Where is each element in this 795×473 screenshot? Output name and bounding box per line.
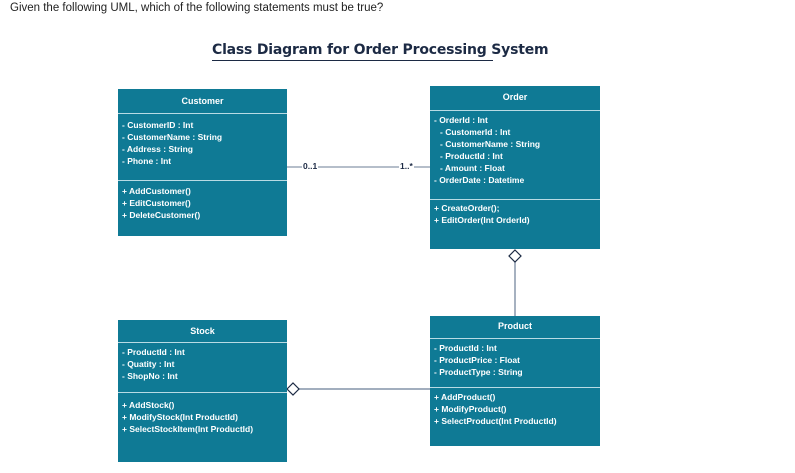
attribute: - CustomerName : String <box>440 139 541 149</box>
class-stock: Stock - ProductId : Int - Quatity : Int … <box>118 320 287 462</box>
class-name: Customer <box>118 89 287 114</box>
attribute: - OrderId : Int <box>434 115 488 125</box>
attributes-section: - OrderId : Int - CustomerId : Int - Cus… <box>430 111 600 200</box>
method: + SelectProduct(Int ProductId) <box>434 416 557 426</box>
title-underline <box>212 60 493 61</box>
attributes-section: - CustomerID : Int - CustomerName : Stri… <box>118 114 287 181</box>
attribute: - ShopNo : Int <box>122 371 178 381</box>
attribute: - Amount : Float <box>440 163 505 173</box>
attribute: - ProductPrice : Float <box>434 355 520 365</box>
class-name: Stock <box>118 320 287 343</box>
methods-section: + AddStock() + ModifyStock(Int ProductId… <box>118 393 287 435</box>
class-product: Product - ProductId : Int - ProductPrice… <box>430 316 600 446</box>
diagram-title: Class Diagram for Order Processing Syste… <box>212 42 549 58</box>
class-order: Order - OrderId : Int - CustomerId : Int… <box>430 86 600 249</box>
stock-product-diamond <box>286 382 300 396</box>
class-name: Product <box>430 316 600 339</box>
methods-section: + CreateOrder(); + EditOrder(Int OrderId… <box>430 200 600 226</box>
attributes-section: - ProductId : Int - Quatity : Int - Shop… <box>118 343 287 393</box>
method: + EditOrder(Int OrderId) <box>434 215 530 225</box>
attribute: - CustomerID : Int <box>122 120 194 130</box>
method: + AddStock() <box>122 400 175 410</box>
method: + AddProduct() <box>434 392 496 402</box>
method: + ModifyStock(Int ProductId) <box>122 412 238 422</box>
attribute: - OrderDate : Datetime <box>434 175 525 185</box>
method: + SelectStockItem(Int ProductId) <box>122 424 254 434</box>
attribute: - CustomerId : Int <box>440 127 511 137</box>
method: + AddCustomer() <box>122 186 191 196</box>
attribute: - Phone : Int <box>122 156 172 166</box>
multiplicity-order-end: 1..* <box>399 161 414 171</box>
multiplicity-customer-end: 0..1 <box>302 161 319 171</box>
attribute: - ProductId : Int <box>122 347 185 357</box>
methods-section: + AddCustomer() + EditCustomer() + Delet… <box>118 181 287 221</box>
attributes-section: - ProductId : Int - ProductPrice : Float… <box>430 339 600 388</box>
attribute: - Address : String <box>122 144 193 154</box>
class-customer: Customer - CustomerID : Int - CustomerNa… <box>118 89 287 236</box>
attribute: - CustomerName : String <box>122 132 223 142</box>
method: + ModifyProduct() <box>434 404 507 414</box>
attribute: - Quatity : Int <box>122 359 175 369</box>
methods-section: + AddProduct() + ModifyProduct() + Selec… <box>430 388 600 427</box>
method: + DeleteCustomer() <box>122 210 201 220</box>
attribute: - ProductType : String <box>434 367 523 377</box>
method: + EditCustomer() <box>122 198 191 208</box>
order-product-diamond <box>508 249 522 263</box>
method: + CreateOrder(); <box>434 203 500 213</box>
attribute: - ProductId : Int <box>434 343 497 353</box>
question-text: Given the following UML, which of the fo… <box>10 2 384 14</box>
class-name: Order <box>430 86 600 111</box>
attribute: - ProductId : Int <box>440 151 503 161</box>
